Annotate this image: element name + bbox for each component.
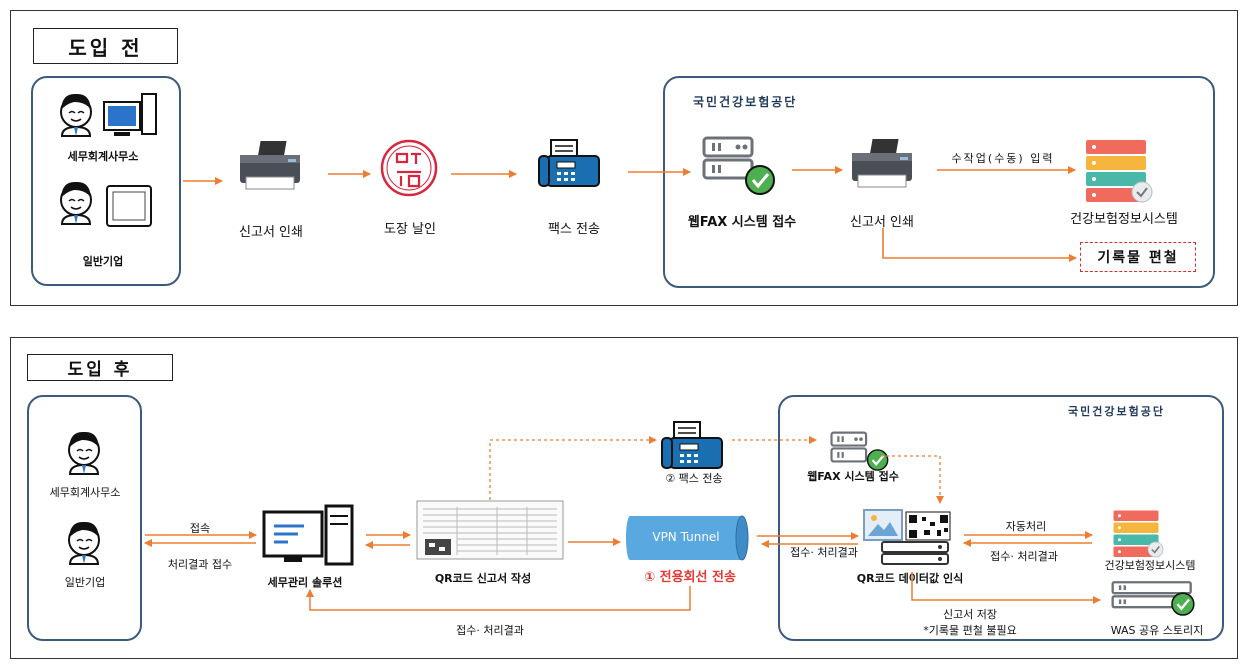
after-auto-label: 자동처리	[1005, 520, 1047, 533]
after-qr-create-label: QR코드 신고서 작성	[434, 572, 532, 585]
vpn-tunnel-label: VPN Tunnel	[652, 530, 720, 544]
after-system-label: 건강보험정보시스템	[1104, 559, 1196, 572]
after-tax-office-label: 세무회계사무소	[49, 486, 121, 499]
after-no-binding-label: *기록물 편철 불필요	[923, 624, 1017, 637]
before-binding-box: 기록물 편철	[1080, 242, 1196, 272]
after-result-receive-label: 처리결과 접수	[167, 558, 233, 571]
before-nhis-group	[663, 76, 1215, 288]
before-org-label: 국민건강보험공단	[693, 95, 798, 109]
qr-report-document-icon	[416, 500, 564, 560]
after-fax-send-label: ② 팩스 전송	[665, 472, 723, 485]
after-receive-result-1-label: 접수· 처리결과	[790, 546, 858, 559]
desktop-computer-icon	[103, 93, 157, 136]
after-webfax-label: 웹FAX 시스템 접수	[807, 470, 899, 483]
before-fax-label: 팩스 전송	[548, 222, 600, 237]
before-system-label: 건강보험정보시스템	[1070, 212, 1178, 227]
company-person-icon	[60, 180, 92, 225]
before-print-label: 신고서 인쇄	[239, 225, 303, 240]
before-manual-label: 수작업(수동) 입력	[951, 152, 1055, 165]
after-connect-label: 접속	[189, 522, 211, 535]
before-company-label: 일반기업	[82, 255, 124, 268]
after-receive-result-2-label: 접수· 처리결과	[990, 550, 1058, 563]
qr-recognition-server-icon	[863, 509, 951, 565]
after-qr-recognize-label: QR코드 데이터값 인식	[856, 572, 964, 585]
stamp-seal-icon	[380, 139, 438, 197]
after-org-label: 국민건강보험공단	[1068, 405, 1165, 418]
after-nhis-group	[778, 395, 1224, 641]
before-fax-icon	[538, 139, 600, 187]
before-stamp-label: 도장 날인	[384, 222, 436, 237]
after-webfax-server-icon	[830, 431, 889, 472]
tax-solution-computer-icon	[262, 504, 354, 566]
after-company-label: 일반기업	[64, 576, 106, 589]
after-save-label: 신고서 저장	[942, 608, 998, 621]
before-infosys-icon	[1085, 139, 1153, 203]
before-tax-office-label: 세무회계사무소	[67, 150, 139, 163]
after-clients-group	[27, 395, 142, 641]
was-storage-server-icon	[1111, 581, 1195, 617]
after-was-label: WAS 공유 스토리지	[1110, 624, 1204, 637]
before-print2-label: 신고서 인쇄	[850, 215, 914, 230]
before-printer2-icon	[851, 138, 913, 188]
before-tag: 도입 전	[33, 28, 178, 64]
after-company-person-icon	[68, 520, 100, 565]
before-clients-group	[31, 76, 181, 286]
after-tax-office-person-icon	[68, 430, 100, 475]
vpn-tunnel-cylinder	[626, 515, 749, 561]
before-webfax-label: 웹FAX 시스템 접수	[687, 215, 797, 230]
before-printer-icon	[239, 140, 301, 190]
before-webfax-server-icon	[702, 136, 776, 196]
tablet-icon	[106, 185, 152, 227]
tax-office-person-icon	[60, 92, 92, 137]
after-bottom-result-label: 접수· 처리결과	[456, 624, 524, 637]
after-solution-label: 세무관리 솔루션	[267, 576, 343, 589]
after-leased-line-label: ① 전용회선 전송	[644, 570, 736, 585]
after-tag: 도입 후	[27, 354, 173, 381]
